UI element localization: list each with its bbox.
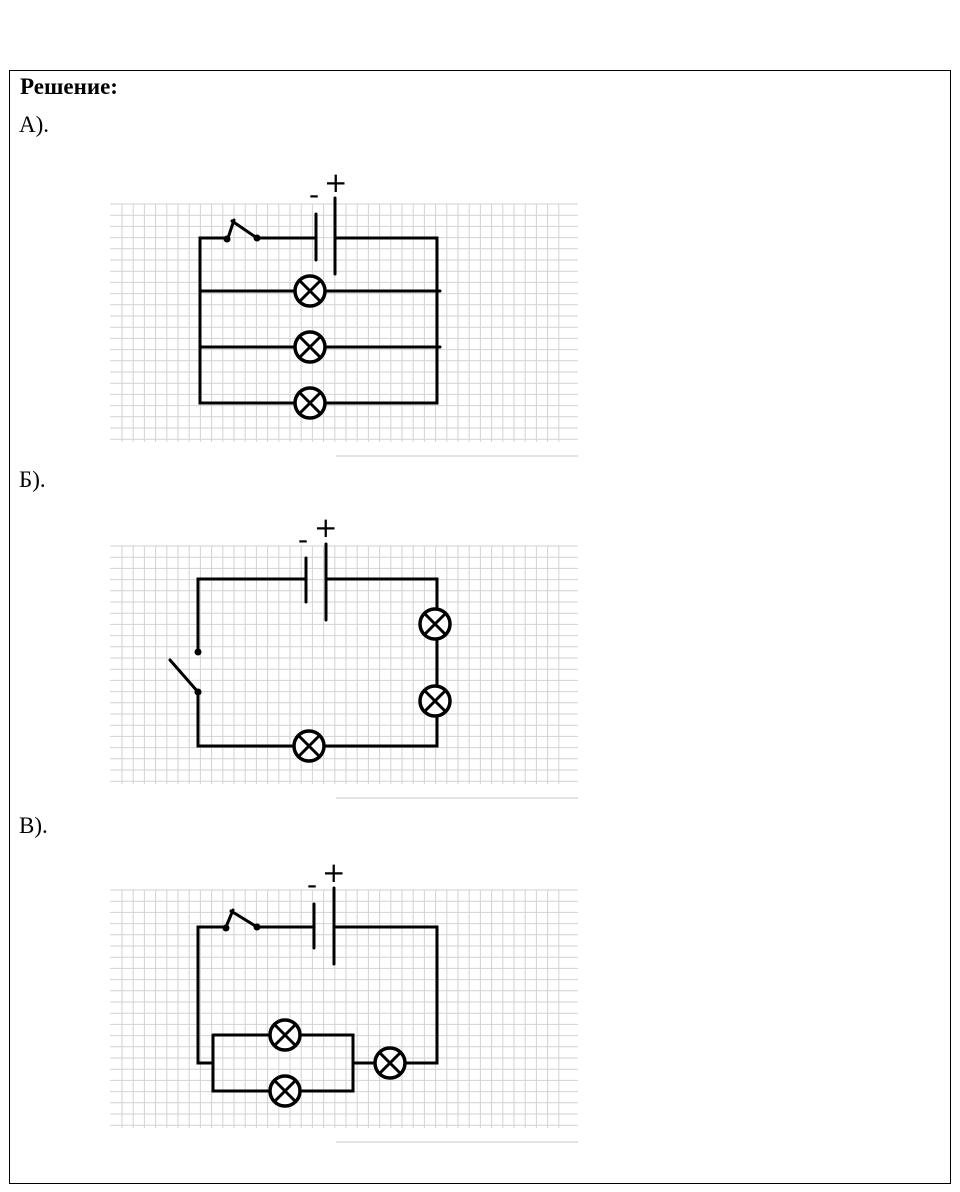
switch-blade-b bbox=[168, 658, 200, 694]
battery-plus-sign-a: + bbox=[324, 170, 347, 199]
wire-top-right-b bbox=[324, 577, 439, 609]
circuit-b-diagram: - + bbox=[110, 512, 578, 799]
switch-contact-v bbox=[222, 924, 230, 932]
wire-left-v bbox=[196, 925, 228, 1065]
part-v-label: В). bbox=[19, 813, 48, 838]
lamp-icon bbox=[418, 607, 452, 641]
lamp-icon bbox=[293, 274, 327, 308]
lamp-icon bbox=[373, 1046, 407, 1080]
wire-bottom-right-b bbox=[324, 716, 439, 748]
wire-top-left-b bbox=[196, 577, 308, 653]
solution-heading: Решение: bbox=[20, 74, 118, 99]
wire-bottom-left-b bbox=[196, 690, 296, 748]
battery-plus-sign-v: + bbox=[322, 856, 345, 889]
lamp-icon bbox=[268, 1074, 302, 1108]
lamp-icon bbox=[293, 330, 327, 364]
lamp-icon bbox=[418, 684, 452, 718]
wire-right-a bbox=[322, 236, 439, 405]
circuit-v-diagram: - + bbox=[110, 856, 578, 1143]
part-a-label: А). bbox=[19, 112, 50, 137]
part-b-label: Б). bbox=[19, 467, 46, 492]
solution-frame bbox=[9, 70, 951, 1184]
graph-paper-grid-b bbox=[110, 545, 578, 799]
graph-paper-grid-v bbox=[110, 889, 578, 1143]
wire-left-a bbox=[198, 236, 298, 405]
lamp-icon bbox=[268, 1018, 302, 1052]
battery-minus-sign-v: - bbox=[307, 868, 317, 901]
switch-pivot-v bbox=[253, 923, 261, 931]
wire-right-v bbox=[332, 925, 439, 1065]
circuit-a-diagram: - + bbox=[110, 170, 578, 457]
switch-pivot-b bbox=[194, 688, 202, 696]
switch-blade-v bbox=[229, 909, 259, 929]
lamp-icon bbox=[293, 386, 327, 420]
switch-contact-a bbox=[223, 235, 231, 243]
battery-minus-sign-b: - bbox=[298, 523, 308, 556]
battery-plus-sign-b: + bbox=[314, 512, 337, 544]
switch-blade-a bbox=[230, 219, 259, 240]
switch-pivot-a bbox=[253, 234, 261, 242]
switch-contact-b bbox=[194, 648, 202, 656]
lamp-icon bbox=[292, 729, 326, 763]
graph-paper-grid-a bbox=[110, 203, 578, 457]
battery-minus-sign-a: - bbox=[309, 178, 319, 211]
